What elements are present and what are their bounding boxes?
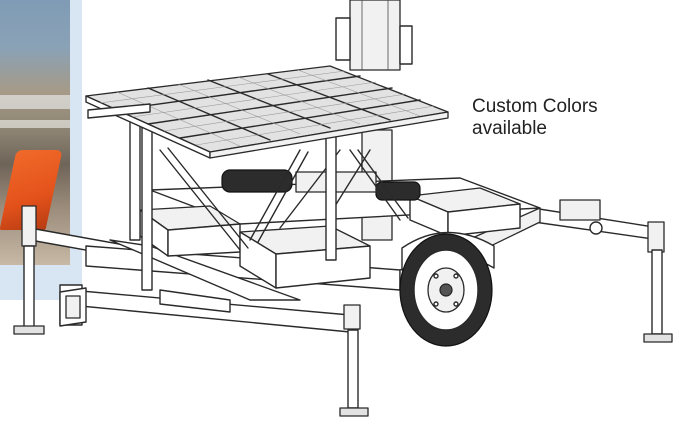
outrigger-right: [519, 199, 673, 343]
panel-supports: [129, 89, 409, 291]
solar-panel: [85, 65, 449, 159]
caption-line: available: [472, 118, 547, 139]
custom-colors-caption: Custom Colors available: [472, 96, 652, 140]
trailer-hitch: [59, 287, 87, 327]
photo-stripe: [0, 95, 70, 109]
wheel-assembly: [399, 231, 495, 347]
caption-line: Custom Colors: [472, 96, 598, 117]
photo-stripe: [0, 120, 70, 128]
battery-boxes: [139, 187, 521, 289]
